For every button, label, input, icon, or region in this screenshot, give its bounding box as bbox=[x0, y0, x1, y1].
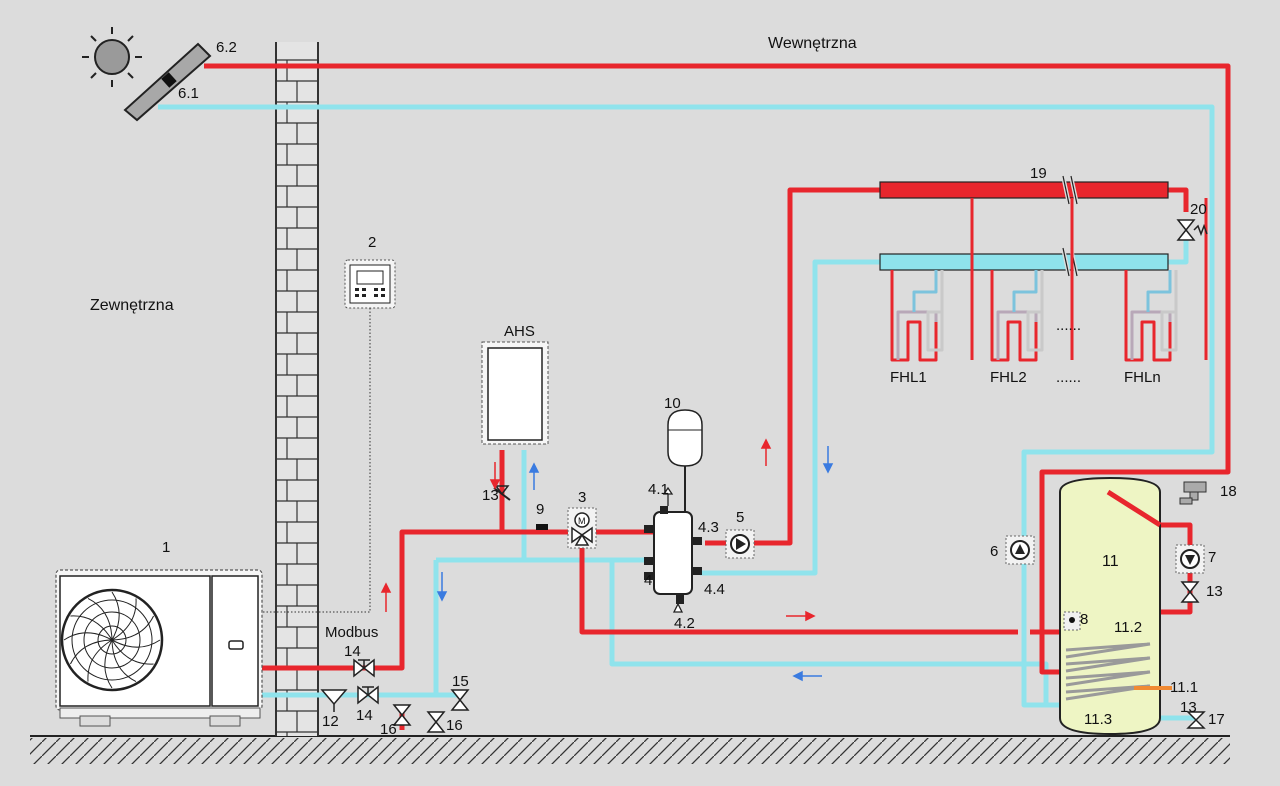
label-n113: 11.3 bbox=[1084, 711, 1112, 728]
label-n18: 18 bbox=[1220, 483, 1237, 500]
svg-text:M: M bbox=[578, 516, 586, 526]
underfloor-heating bbox=[879, 175, 1208, 362]
expansion-vessel bbox=[667, 409, 703, 516]
pump-icon bbox=[1005, 535, 1035, 565]
label-n16b: 16 bbox=[446, 717, 463, 734]
label-n19: 19 bbox=[1030, 165, 1047, 182]
label-fhln: FHLn bbox=[1124, 369, 1161, 386]
valve-icon bbox=[353, 658, 375, 678]
filter-icon bbox=[320, 689, 348, 712]
label-outdoor: Zewnętrzna bbox=[90, 297, 174, 314]
label-n13a: 13 bbox=[482, 487, 499, 504]
label-n4: 4 bbox=[644, 572, 652, 589]
label-dots-bottom: ...... bbox=[1056, 369, 1081, 386]
brick-wall bbox=[275, 42, 319, 736]
label-n9: 9 bbox=[536, 501, 544, 518]
label-n111: 11.1 bbox=[1170, 679, 1198, 696]
sensor-icon bbox=[536, 524, 548, 530]
valve-icon bbox=[357, 685, 379, 705]
label-n15: 15 bbox=[452, 673, 469, 690]
drain-valve-icon bbox=[392, 704, 412, 726]
label-n43: 4.3 bbox=[698, 519, 719, 536]
label-indoor: Wewnętrzna bbox=[768, 35, 857, 52]
check-valve-icon bbox=[1180, 581, 1200, 603]
label-fhl2: FHL2 bbox=[990, 369, 1027, 386]
label-n14a: 14 bbox=[344, 643, 361, 660]
label-n62: 6.2 bbox=[216, 39, 237, 56]
label-dots-top: ...... bbox=[1056, 317, 1081, 334]
ahs-boiler bbox=[481, 341, 549, 445]
label-n17: 17 bbox=[1208, 711, 1225, 728]
label-n3: 3 bbox=[578, 489, 586, 506]
label-n14b: 14 bbox=[356, 707, 373, 724]
label-n11: 11 bbox=[1102, 553, 1119, 570]
label-ahs: AHS bbox=[504, 323, 535, 340]
label-n112: 11.2 bbox=[1114, 619, 1142, 636]
labels: Wewnętrzna Zewnętrzna Modbus AHS 1 2 3 4… bbox=[90, 35, 1237, 738]
label-n13b: 13 bbox=[1206, 583, 1223, 600]
pump-icon bbox=[725, 529, 755, 559]
wired-controller bbox=[228, 259, 396, 613]
flow-arrows bbox=[380, 438, 834, 682]
label-modbus: Modbus bbox=[325, 624, 378, 641]
check-valve-icon bbox=[1186, 711, 1206, 729]
label-n44: 4.4 bbox=[704, 581, 725, 598]
fan-icon bbox=[60, 588, 164, 692]
dhw-tank bbox=[1059, 476, 1207, 736]
label-n20: 20 bbox=[1190, 201, 1207, 218]
ground bbox=[30, 735, 1230, 764]
label-n2: 2 bbox=[368, 234, 376, 251]
pump-icon bbox=[1175, 544, 1205, 574]
drain-valve-icon bbox=[426, 711, 446, 733]
outdoor-unit bbox=[55, 569, 263, 727]
buffer-tank bbox=[644, 486, 702, 613]
bypass-valve-icon bbox=[1176, 219, 1208, 241]
label-n7: 7 bbox=[1208, 549, 1216, 566]
solar-panel bbox=[82, 27, 212, 122]
label-n8: 8 bbox=[1080, 611, 1088, 628]
check-valve-icon bbox=[493, 485, 511, 501]
air-valve-icon bbox=[450, 689, 470, 711]
cold-pipes bbox=[158, 104, 1215, 729]
label-n13c: 13 bbox=[1180, 699, 1197, 716]
label-n41: 4.1 bbox=[648, 481, 669, 498]
label-n5: 5 bbox=[736, 509, 744, 526]
tap-icon bbox=[1179, 481, 1207, 505]
label-n6: 6 bbox=[990, 543, 998, 560]
label-n16a: 16 bbox=[380, 721, 397, 738]
label-n10: 10 bbox=[664, 395, 681, 412]
label-n61: 6.1 bbox=[178, 85, 199, 102]
sun-icon bbox=[82, 27, 142, 87]
label-fhl1: FHL1 bbox=[890, 369, 927, 386]
label-n42: 4.2 bbox=[674, 615, 695, 632]
label-n1: 1 bbox=[162, 539, 170, 556]
three-way-valve-icon: M bbox=[567, 507, 597, 549]
label-n12: 12 bbox=[322, 713, 339, 730]
